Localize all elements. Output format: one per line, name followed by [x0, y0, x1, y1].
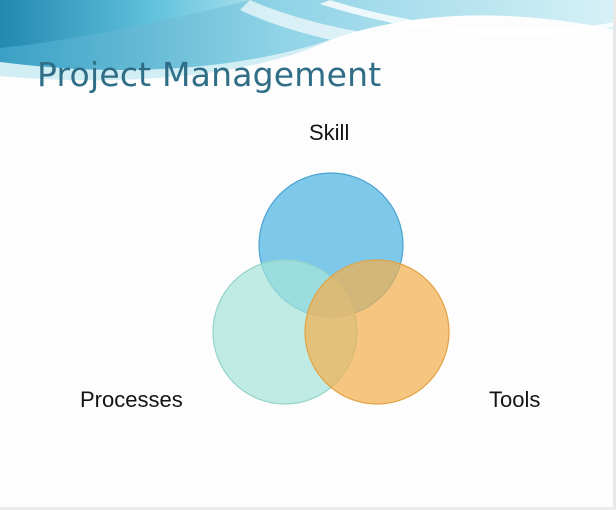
venn-label-tools: Tools — [489, 387, 541, 412]
header-wave-banner — [0, 0, 613, 81]
circle-tools — [304, 259, 450, 405]
venn-label-skill: Skill — [309, 120, 350, 145]
slide-title: Project Management — [37, 55, 382, 94]
venn-label-processes: Processes — [80, 387, 183, 412]
